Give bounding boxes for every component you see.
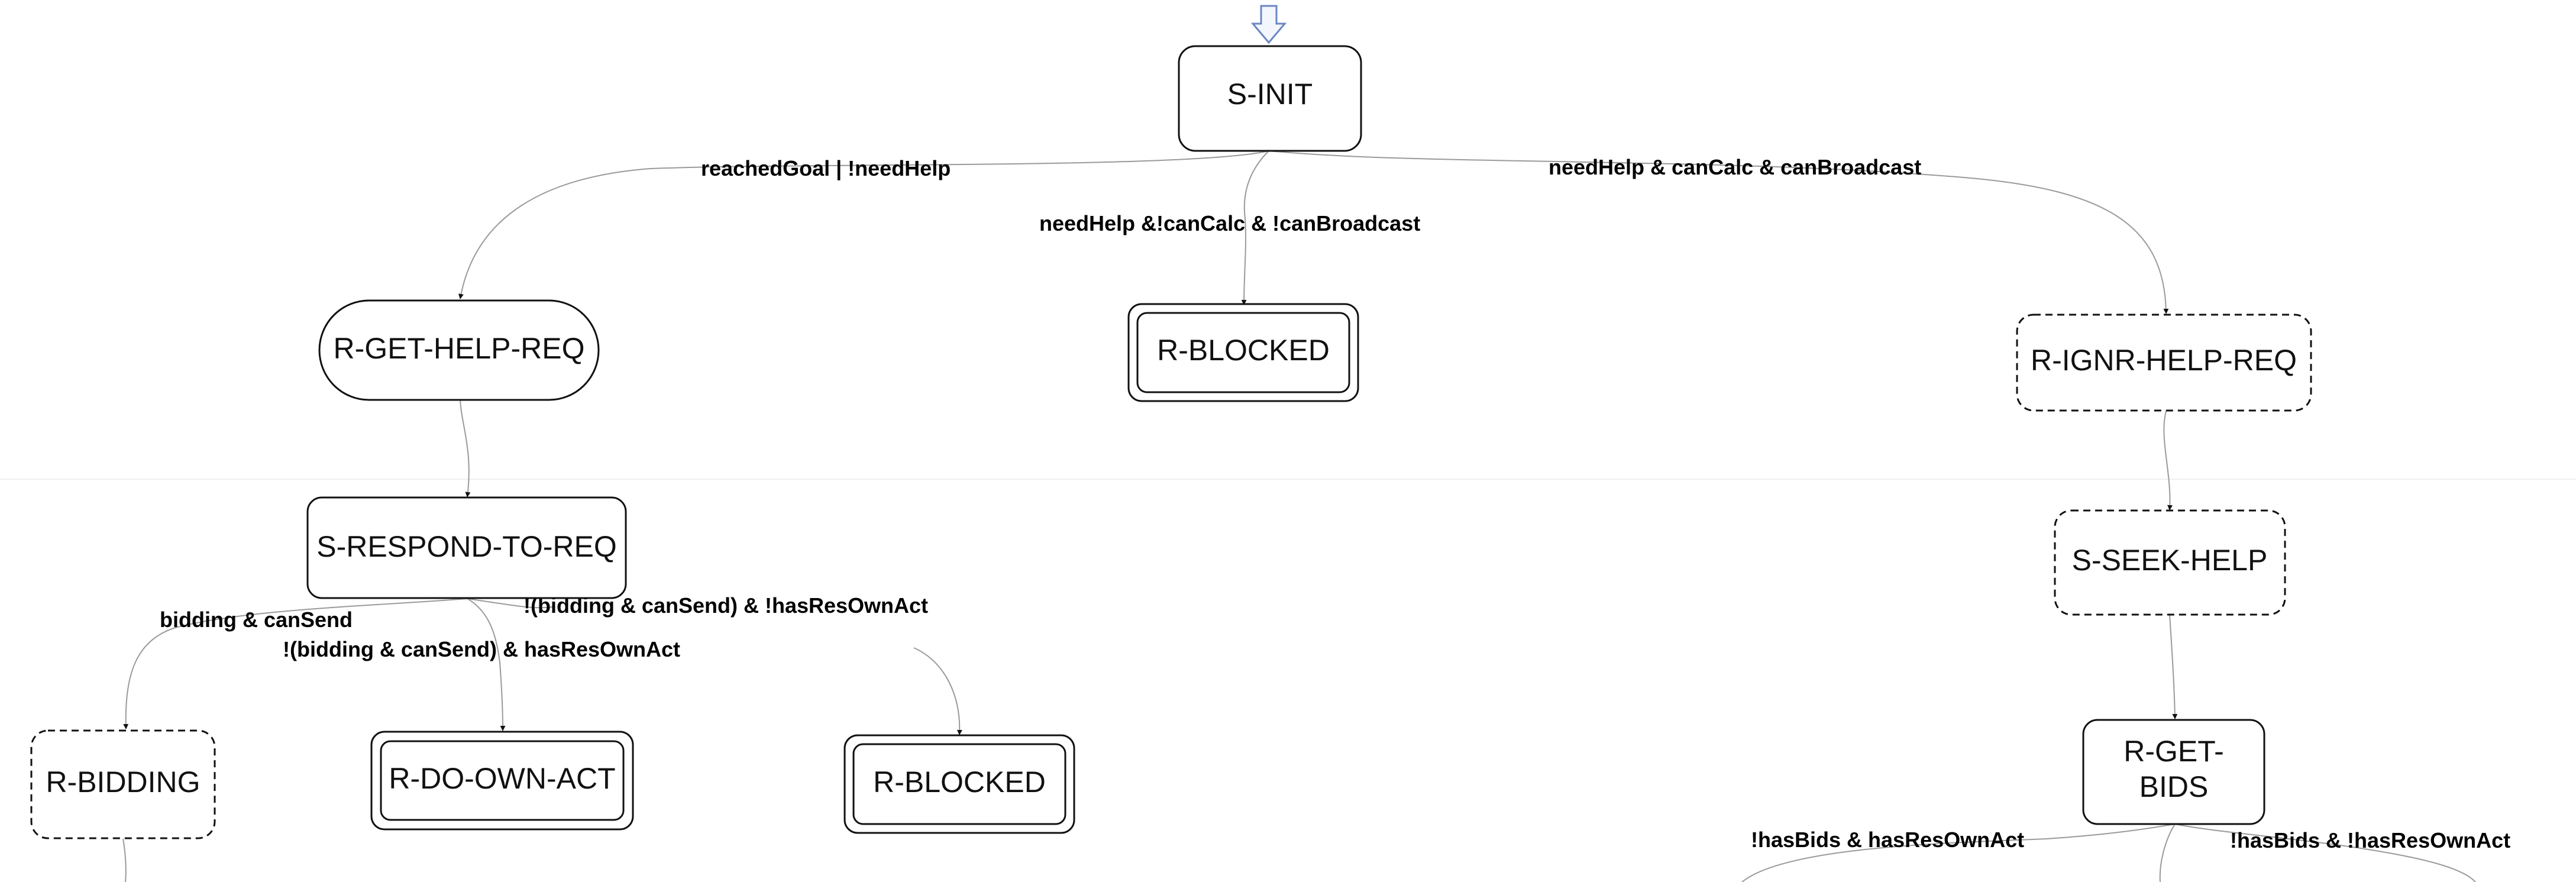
edge-init-to-get-help-req [458,150,1269,299]
edge-get-bids-left [1741,823,2176,882]
node-r-blocked-top[interactable]: R-BLOCKED [1127,303,1359,402]
node-r-blocked-top-label: R-BLOCKED [1157,334,1330,367]
node-s-respond-to-req-label: S-RESPOND-TO-REQ [316,530,616,563]
node-r-blocked-bottom-label: R-BLOCKED [873,765,1046,799]
edge-get-bids-down [2159,823,2176,882]
edge-label-respond-to-do-own-act: !(bidding & canSend) & hasResOwnAct [283,637,680,661]
edge-label-get-bids-left: !hasBids & hasResOwnAct [1751,828,2024,852]
edge-respond-to-bidding [123,598,468,729]
node-r-bidding-label: R-BIDDING [46,765,200,799]
node-r-get-bids[interactable]: R-GET- BIDS [2082,719,2265,825]
node-r-do-own-act[interactable]: R-DO-OWN-ACT [370,731,634,831]
node-s-init[interactable]: S-INIT [1178,45,1362,152]
edge-seek-help-to-get-bids [2169,615,2178,719]
edge-respond-to-blocked [467,598,554,609]
edge-init-to-ignr-help-req [1268,150,2169,314]
initial-state-arrow-icon [1250,5,1287,44]
edge-label-respond-to-bidding: bidding & canSend [160,608,353,632]
node-s-respond-to-req[interactable]: S-RESPOND-TO-REQ [306,496,627,599]
node-r-ignr-help-req-label: R-IGNR-HELP-REQ [2031,344,2297,377]
node-r-get-help-req-label: R-GET-HELP-REQ [333,332,584,365]
edge-bidding-down [122,838,127,882]
node-r-get-bids-label-line2: BIDS [2139,770,2209,803]
edge-ignr-to-seek-help [2163,411,2173,511]
node-r-get-help-req[interactable]: R-GET-HELP-REQ [318,299,600,401]
edge-respond-to-blocked-tail [913,647,962,735]
edge-init-to-blocked [1241,150,1269,305]
node-s-seek-help[interactable]: S-SEEK-HELP [2054,509,2286,616]
node-s-seek-help-label: S-SEEK-HELP [2072,544,2268,577]
node-r-bidding[interactable]: R-BIDDING [30,729,216,839]
node-r-blocked-bottom[interactable]: R-BLOCKED [843,734,1075,834]
edge-respond-to-do-own-act [467,598,506,731]
edge-label-get-bids-right: !hasBids & !hasResOwnAct [2230,828,2510,852]
edge-get-bids-right [2174,823,2476,882]
edge-label-init-to-ignr-help-req: needHelp & canCalc & canBroadcast [1549,155,1921,179]
node-r-get-bids-label-line1: R-GET- [2123,735,2223,768]
edge-get-help-req-to-respond [460,399,471,497]
edge-label-init-to-get-help-req: reachedGoal | !needHelp [701,156,951,181]
node-s-init-label: S-INIT [1227,77,1313,111]
edge-label-init-to-blocked: needHelp &!canCalc & !canBroadcast [1039,211,1420,235]
node-r-ignr-help-req[interactable]: R-IGNR-HELP-REQ [2016,314,2312,412]
node-r-do-own-act-label: R-DO-OWN-ACT [389,762,615,795]
